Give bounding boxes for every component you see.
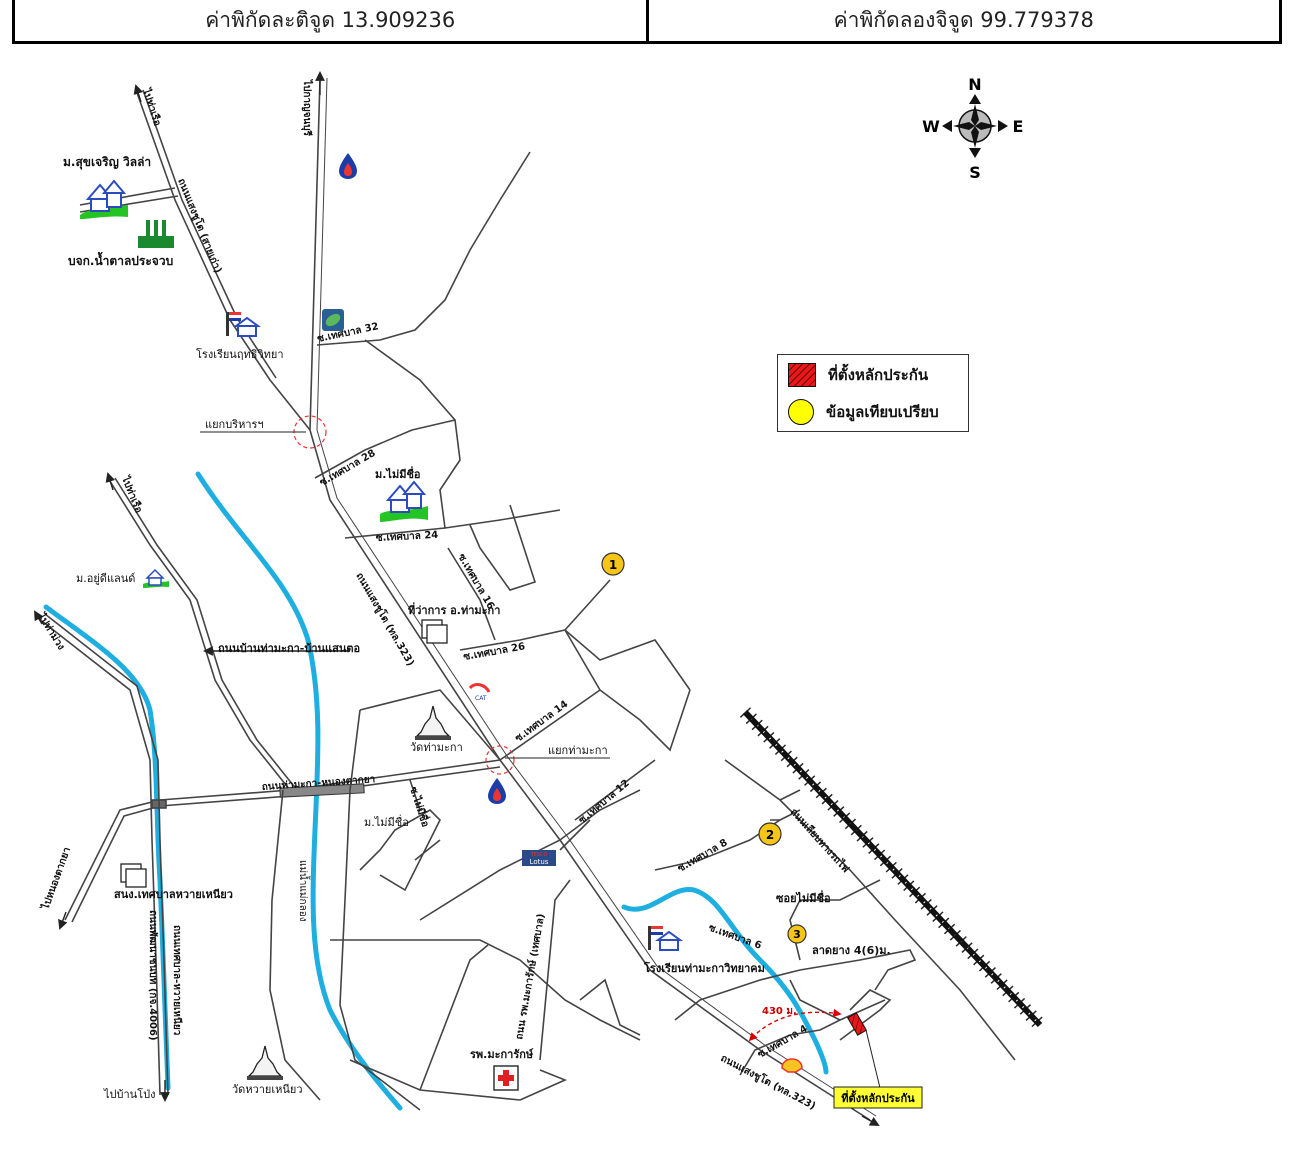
latitude-cell: ค่าพิกัดละติจูด 13.909236: [205, 8, 456, 32]
label-hospital: รพ.มะการักษ์: [470, 1048, 534, 1061]
canal-east: [621, 887, 829, 1075]
village-icon: [380, 480, 428, 522]
compass-e: E: [1013, 117, 1024, 136]
railway: [739, 707, 1046, 1030]
legend-comparison-row: ข้อมูลเทียบเปรียบ: [788, 399, 939, 425]
label-district-office: ที่ว่าการ อ.ท่ามะกา: [408, 602, 500, 617]
village-icon: [80, 179, 128, 219]
road-arrows: [34, 71, 880, 1126]
river-maeklong: [195, 471, 403, 1111]
compass-w: W: [922, 117, 940, 136]
label-school-rit: โรงเรียนฤทธิวิทยา: [196, 347, 284, 361]
svg-text:3: 3: [793, 928, 801, 941]
svg-text:TESCO: TESCO: [530, 852, 548, 858]
legend-collateral-row: ที่ตั้งหลักประกัน: [788, 363, 928, 387]
label-road-323-b: ถนนแสงชูโต (ทล.323): [718, 1051, 818, 1113]
hospital-icon: [493, 1065, 519, 1091]
comparison-swatch-icon: [788, 399, 814, 425]
tesco-lotus-icon: TESCO Lotus: [522, 850, 556, 866]
longitude-cell: ค่าพิกัดลองจิจูด 99.779378: [645, 0, 1280, 41]
label-intersection-boriharn: แยกบริหารฯ: [205, 418, 264, 431]
place-labels: ม.สุขเจริญ วิลล่า บจก.น้ำตาลประจวบ โรงเร…: [63, 155, 891, 1101]
temple-icon: [415, 705, 451, 740]
road-thamaka-bansaendo: [107, 477, 291, 791]
compass-rose: N S E W: [922, 75, 1023, 182]
office-building-icon: [120, 863, 147, 888]
shell-station-icon: [781, 1058, 803, 1073]
collateral-swatch-icon: [788, 363, 816, 387]
svg-text:Lotus: Lotus: [530, 858, 549, 866]
label-saengchuto-old: ถนนแสงชูโต (สายเก่า): [174, 176, 225, 275]
school-icon: [648, 926, 684, 951]
label-road-makarak: ถนน รพ.มะการักษ์ (เทศบาล): [513, 913, 547, 1041]
distance-label: 430 ม.: [762, 1006, 797, 1017]
comparison-marker-1: 1: [601, 552, 625, 576]
label-road-thamaka-bansaendo: ถนนบ้านท่ามะกา-บ้านแสนตอ: [218, 642, 360, 655]
label-village-no-name-1: ม.ไม่มีชื่อ: [375, 466, 421, 481]
label-municipal-office: สนง.เทศบาลหวายเหนียว: [114, 888, 233, 901]
label-to-thamuang: ไปท่าม่วง: [35, 610, 68, 652]
gas-station-icon: [339, 153, 357, 179]
cat-telecom-icon: CAT: [468, 683, 491, 702]
coordinate-bar: ค่าพิกัดละติจูด 13.909236 ค่าพิกัดลองจิจ…: [12, 0, 1282, 44]
label-to-tharuea-2: ไปท่าเรือ: [119, 473, 146, 514]
roads: [37, 77, 1016, 1121]
bank-icon: [322, 309, 344, 331]
intersection-thamaka-marker: [485, 745, 515, 775]
label-to-banpong: ไปบ้านโป่ง: [103, 1087, 155, 1101]
label-sugar-factory: บจก.น้ำตาลประจวบ: [68, 251, 173, 268]
distance-arrow: [748, 1008, 842, 1042]
label-wat-wai-niao: วัดหวายเหนียว: [232, 1083, 303, 1096]
factory-icon: [138, 220, 174, 248]
label-wat-thamaka: วัดท่ามะกา: [410, 741, 463, 754]
label-village-sukcharoen: ม.สุขเจริญ วิลล่า: [63, 155, 151, 170]
label-asphalt: ลาดยาง 4(6)ม.: [812, 944, 891, 957]
label-village-no-name-2: ม.ไม่มีชื่อ: [364, 814, 409, 829]
label-village-yoodee: ม.อยู่ดีแลนด์: [76, 572, 135, 585]
label-soi-4: ซ.เทศบาล 4: [756, 1023, 810, 1060]
svg-text:2: 2: [766, 828, 774, 842]
label-school-thamaka: โรงเรียนท่ามะกาวิทยาคม: [643, 961, 765, 975]
road-323: [309, 77, 871, 1121]
compass-n: N: [968, 75, 981, 94]
comparison-marker-2: 2: [758, 822, 782, 846]
temple-icon: [247, 1045, 283, 1080]
label-soi-14: ซ.เทศบาล 14: [513, 699, 570, 745]
office-building-icon: [421, 619, 448, 644]
label-to-kanchanaburi: ไปกาญจนบุรี: [301, 79, 314, 137]
label-soi-12: ซ.เทศบาล 12: [577, 778, 632, 827]
compass-s: S: [969, 163, 981, 182]
collateral-callout-label: ที่ตั้งหลักประกัน: [841, 1090, 915, 1105]
comparison-markers: 1 2 3: [601, 552, 807, 944]
label-soi-no-name-a: ซ.ไม่มีชื่อ: [407, 785, 433, 829]
village-icon: [143, 568, 169, 588]
legend: ที่ตั้งหลักประกัน ข้อมูลเทียบเปรียบ: [777, 354, 969, 432]
label-to-tharuea-1: ไปท่าเรือ: [140, 86, 165, 127]
label-soi-28: ซ.เทศบาล 28: [318, 448, 378, 489]
svg-text:CAT: CAT: [475, 695, 487, 702]
label-road-rural-4006: ถนนพัฒนาชนบท (กจ.4006): [147, 910, 159, 1041]
label-intersection-thamaka: แยกท่ามะกา: [548, 744, 608, 757]
svg-text:1: 1: [609, 558, 617, 572]
comparison-marker-3: 3: [787, 924, 807, 944]
map-icons: CAT TESCO Lotus: [80, 153, 803, 1091]
label-soi-8: ซ.เทศบาล 8: [676, 837, 730, 874]
legend-comparison-label: ข้อมูลเทียบเปรียบ: [826, 403, 939, 421]
school-icon: [226, 312, 262, 337]
label-soi-24: ซ.เทศบาล 24: [376, 530, 439, 544]
label-road-tessaban-wangyen: ถนนเทศบาล-หวายเหนียว: [171, 925, 183, 1036]
label-to-nongtakaya: ไปหนองตากยา: [38, 845, 73, 912]
label-soi-no-name-b: ซอยไม่มีชื่อ: [776, 890, 831, 905]
label-river: แม่น้ำแม่กลอง: [297, 860, 311, 922]
gas-station-icon: [488, 778, 506, 804]
legend-collateral-label: ที่ตั้งหลักประกัน: [828, 366, 929, 384]
collateral-callout-box: [833, 1086, 923, 1109]
collateral-site: ที่ตั้งหลักประกัน 430 ม.: [748, 1006, 923, 1109]
